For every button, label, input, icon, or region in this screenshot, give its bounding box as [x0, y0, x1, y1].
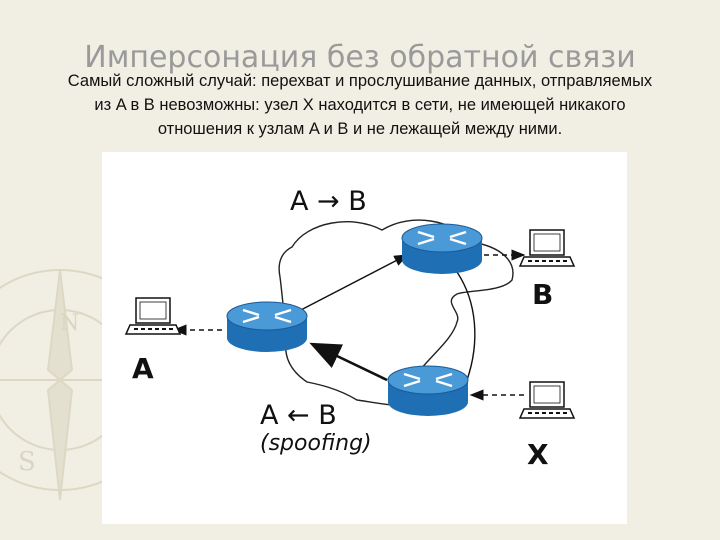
- node-label-b: B: [532, 278, 553, 311]
- network-diagram: A → B A ← B (spoofing) A B X: [125, 186, 575, 471]
- label-spoofing: (spoofing): [260, 431, 372, 456]
- svg-text:N: N: [60, 311, 79, 336]
- slide-description: Самый сложный случай: перехват и прослуш…: [0, 69, 720, 141]
- router-a-icon: [225, 300, 309, 354]
- node-label-a: A: [132, 352, 154, 385]
- router-b-icon: [400, 222, 484, 276]
- description-line-1: Самый сложный случай: перехват и прослуш…: [67, 72, 653, 90]
- label-a-from-b: A ← B: [260, 400, 337, 431]
- slide-title: Имперсонация без обратной связи: [84, 40, 636, 75]
- laptop-a-icon: [125, 297, 181, 335]
- svg-text:S: S: [18, 447, 36, 477]
- link-b-to-x: [456, 271, 476, 381]
- laptop-b-icon: [519, 229, 575, 267]
- network-diagram-panel: A → B A ← B (spoofing) A B X: [102, 152, 627, 524]
- node-label-x: X: [527, 438, 549, 471]
- label-a-to-b: A → B: [290, 186, 367, 217]
- spoofed-arrow-x-to-a: [309, 342, 388, 382]
- laptop-x-icon: [519, 381, 575, 419]
- router-x-icon: [386, 364, 470, 418]
- description-line-2: из A в B невозможны: узел X находится в …: [94, 96, 626, 114]
- description-line-3: отношения к узлам A и B и не лежащей меж…: [157, 120, 563, 138]
- link-arrow-a-to-b: [296, 254, 409, 313]
